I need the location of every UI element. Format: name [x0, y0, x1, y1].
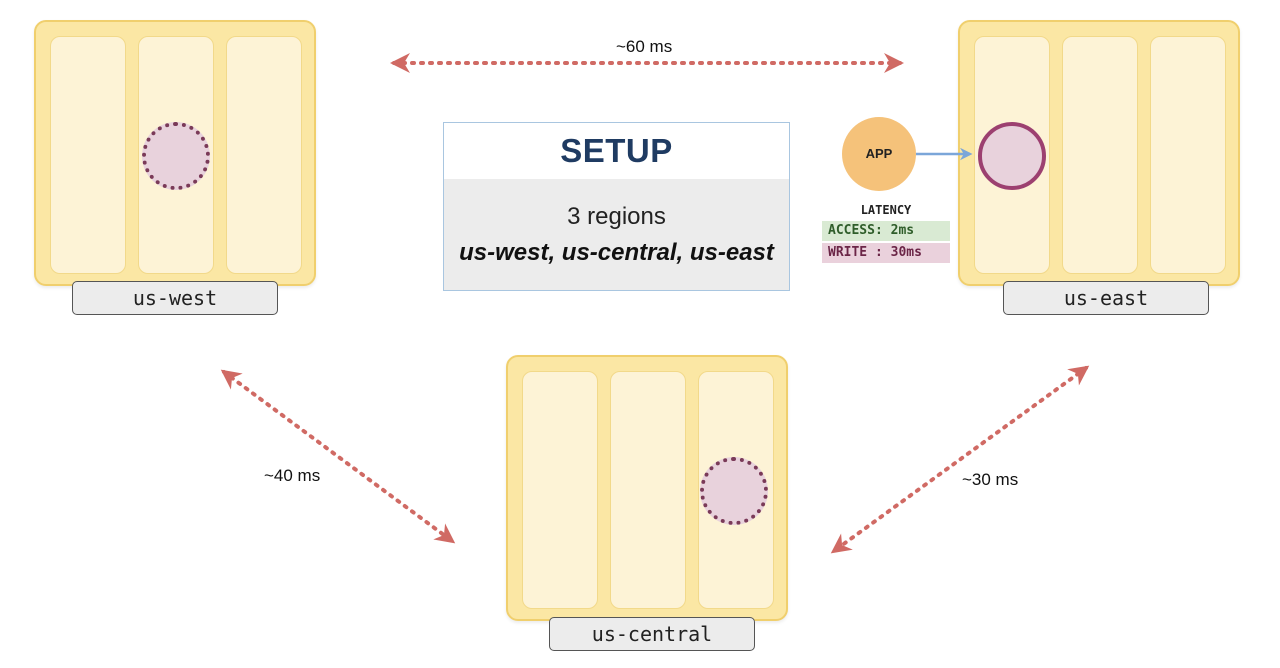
region-us-east	[958, 20, 1240, 286]
rack	[50, 36, 126, 274]
follower-replica	[142, 122, 210, 190]
access-latency-badge: ACCESS: 2ms	[822, 221, 950, 241]
region-label-us-west: us-west	[72, 281, 278, 315]
latency-label-east-central: ~30 ms	[962, 470, 1019, 489]
link-east-central	[830, 365, 1090, 554]
rack	[610, 371, 686, 609]
app-node: APP	[842, 117, 916, 191]
rack	[522, 371, 598, 609]
latency-label-west-central: ~40 ms	[264, 466, 321, 485]
latency-label-west-east: ~60 ms	[616, 37, 673, 56]
region-us-central	[506, 355, 788, 621]
leader-replica	[978, 122, 1046, 190]
follower-replica	[700, 457, 768, 525]
setup-region-names: us-west, us-central, us-east	[459, 239, 774, 266]
rack	[1062, 36, 1138, 274]
region-us-west	[34, 20, 316, 286]
setup-region-count: 3 regions	[567, 203, 666, 230]
region-label-us-central: us-central	[549, 617, 755, 651]
setup-card: SETUP 3 regions us-west, us-central, us-…	[443, 122, 790, 291]
rack	[1150, 36, 1226, 274]
write-latency-badge: WRITE : 30ms	[822, 243, 950, 263]
region-label-us-east: us-east	[1003, 281, 1209, 315]
setup-body: 3 regions us-west, us-central, us-east	[444, 179, 789, 290]
latency-title: LATENCY	[860, 203, 912, 217]
setup-title: SETUP	[560, 132, 673, 169]
link-west-central	[220, 369, 456, 544]
rack	[226, 36, 302, 274]
